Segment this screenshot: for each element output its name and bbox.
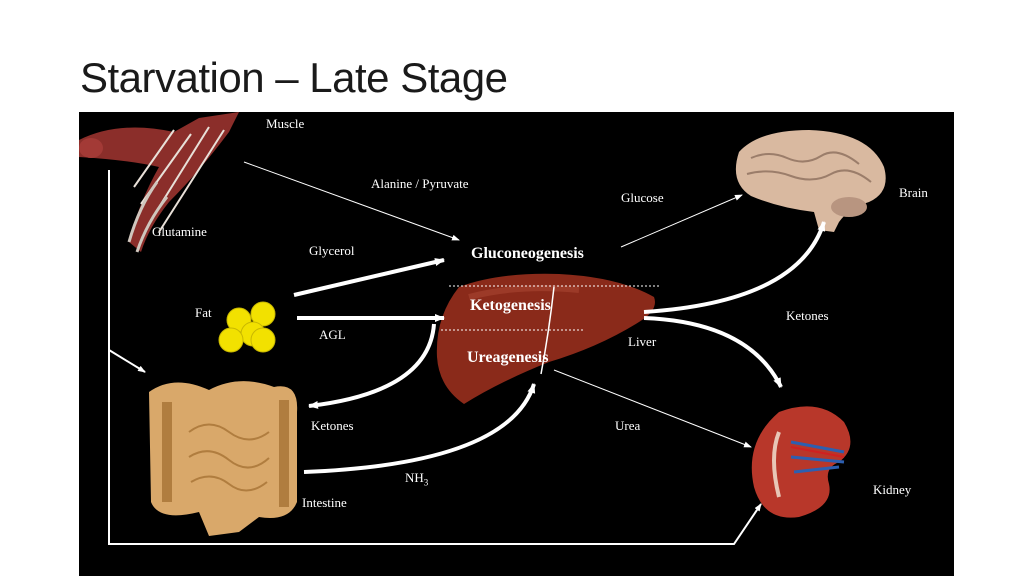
muscle-icon	[79, 112, 239, 253]
glutamine-label: Glutamine	[152, 224, 207, 239]
arrow-glutamine-to-intestine	[108, 349, 146, 373]
ketones-right-label: Ketones	[786, 308, 829, 323]
liver-icon	[436, 273, 659, 404]
arrow-muscle-to-gluconeogenesis	[243, 161, 460, 241]
arrow-ketones-to-brain	[643, 221, 826, 314]
intestine-label: Intestine	[302, 495, 347, 510]
intestine-icon	[149, 381, 298, 536]
kidney-label: Kidney	[873, 482, 912, 497]
arrow-glucose-to-brain	[620, 194, 743, 248]
liver-label: Liver	[628, 334, 657, 349]
slide-title: Starvation – Late Stage	[80, 54, 508, 101]
diagram-canvas	[79, 112, 886, 545]
ketones-left-label: Ketones	[311, 418, 354, 433]
diagram-panel: Muscle Alanine / Pyruvate Glucose Brain …	[79, 112, 954, 576]
agl-label: AGL	[319, 327, 346, 342]
alanine-pyruvate-label: Alanine / Pyruvate	[371, 176, 469, 191]
gluconeogenesis-label: Gluconeogenesis	[471, 245, 584, 262]
ketogenesis-label: Ketogenesis	[470, 297, 551, 314]
glycerol-label: Glycerol	[309, 243, 355, 258]
ureagenesis-label: Ureagenesis	[467, 349, 549, 366]
arrow-ketones-to-intestine	[308, 323, 436, 409]
nh3-label: NH3	[405, 470, 429, 488]
fat-cells-icon	[218, 301, 276, 353]
muscle-label: Muscle	[266, 116, 305, 131]
arrow-urea-to-kidney	[553, 369, 752, 448]
arrow-ketones-to-kidney	[643, 316, 783, 388]
fat-label: Fat	[195, 305, 212, 320]
kidney-icon	[751, 406, 851, 518]
brain-icon	[735, 130, 886, 232]
glucose-label: Glucose	[621, 190, 664, 205]
arrow-glycerol	[293, 258, 445, 297]
urea-label: Urea	[615, 418, 641, 433]
arrow-glutamine-to-kidney	[108, 170, 762, 545]
brain-label: Brain	[899, 185, 928, 200]
arrow-nh3-to-liver	[303, 383, 536, 474]
